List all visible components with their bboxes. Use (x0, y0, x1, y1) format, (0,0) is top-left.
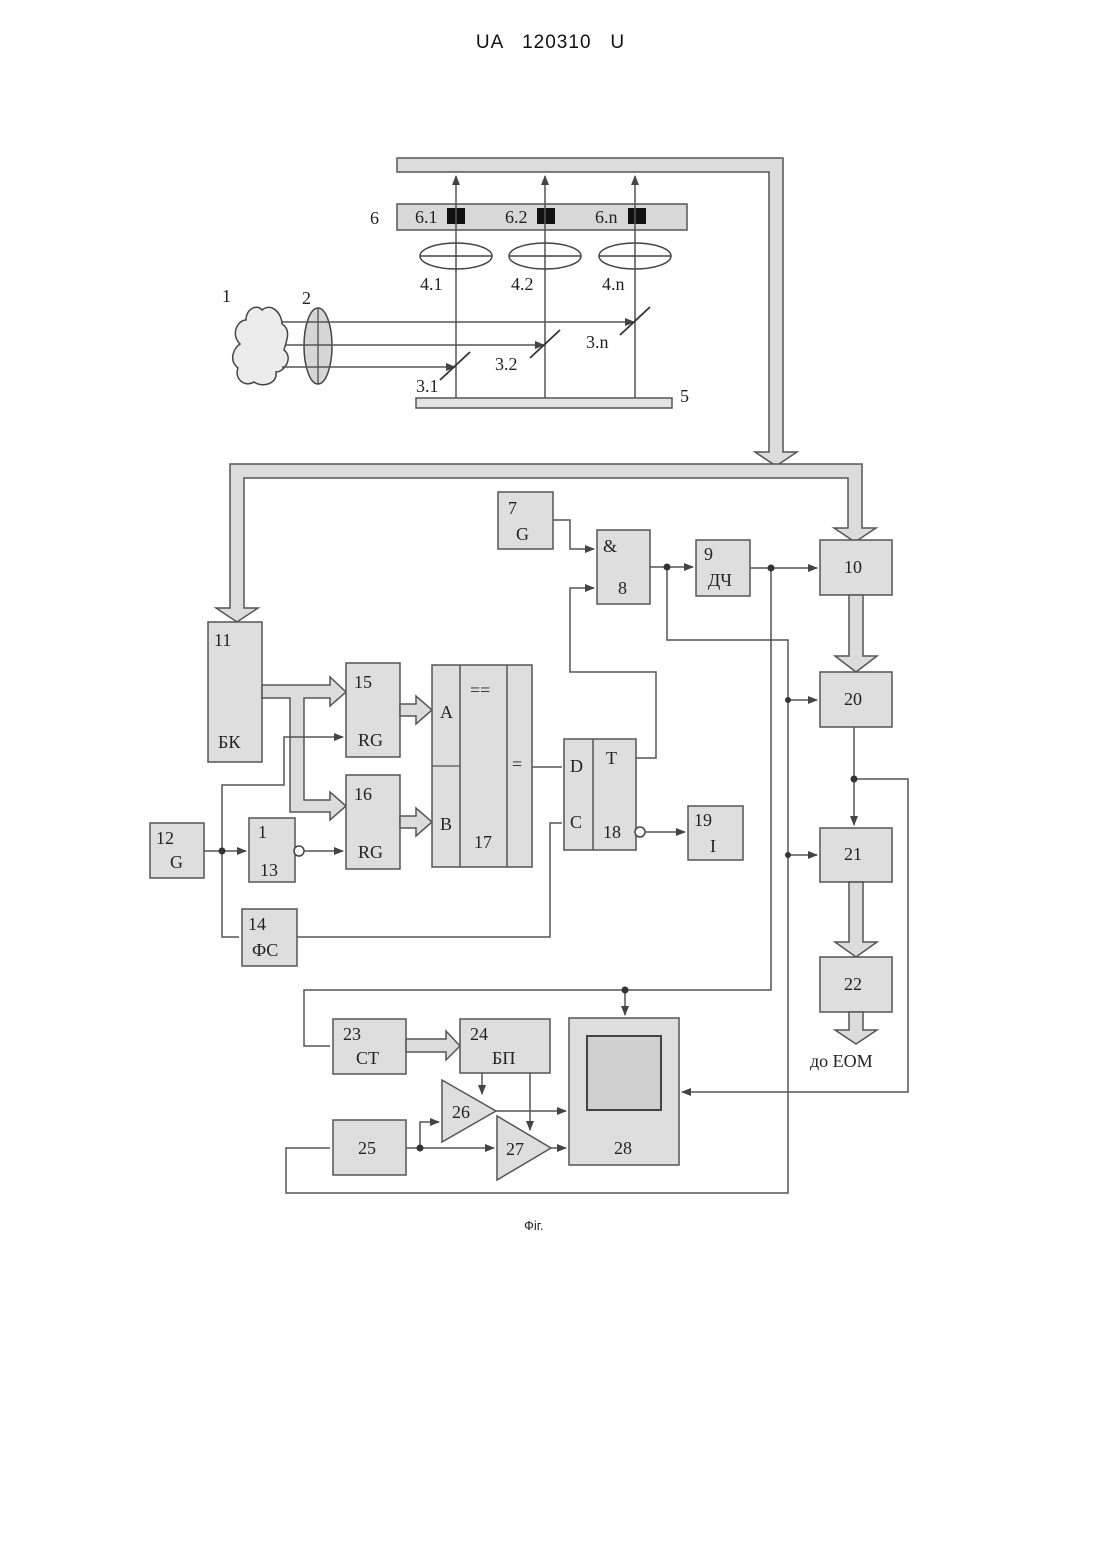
block-19-label: I (710, 836, 716, 856)
block-24-num: 24 (470, 1024, 488, 1044)
block-12-num: 12 (156, 828, 174, 848)
output-label: до ЕОМ (810, 1051, 873, 1071)
lens-label-n: 4.n (602, 274, 625, 294)
block-7-num: 7 (508, 498, 517, 518)
lens-label-2: 4.2 (511, 274, 534, 294)
mirror-label-2: 3.2 (495, 354, 518, 374)
base-label: 5 (680, 386, 689, 406)
block-7-label: G (516, 524, 529, 544)
block-15-num: 15 (354, 672, 372, 692)
block-18-port-c: C (570, 812, 582, 832)
block-17-op-eqeq: == (470, 680, 490, 700)
block-8-num: 8 (618, 578, 627, 598)
block-9-label: ДЧ (708, 570, 732, 590)
block-18-inversion (635, 827, 645, 837)
bus-22-output (835, 1012, 877, 1044)
block-19-num: 19 (694, 810, 712, 830)
block-11-label: БК (218, 732, 241, 752)
lens-label-1: 4.1 (420, 274, 443, 294)
block-13-label: 1 (258, 822, 267, 842)
block-28-num: 28 (614, 1138, 632, 1158)
block-23-label: СТ (356, 1048, 379, 1068)
mirror-label-n: 3.n (586, 332, 609, 352)
block-18-port-d: D (570, 756, 583, 776)
base-plate (416, 398, 672, 408)
block-16-label: RG (358, 842, 383, 862)
block-22-num: 22 (844, 974, 862, 994)
block-21-num: 21 (844, 844, 862, 864)
block-17-num: 17 (474, 832, 492, 852)
block-23-num: 23 (343, 1024, 361, 1044)
bus-15-to-17 (400, 696, 432, 724)
block-24-label: БП (492, 1048, 515, 1068)
block-25-num: 25 (358, 1138, 376, 1158)
block-18-port-t: T (606, 748, 617, 768)
block-11-num: 11 (214, 630, 231, 650)
sensor-6-2 (537, 208, 555, 224)
block-14-label: ФС (252, 940, 278, 960)
block-14-num: 14 (248, 914, 266, 934)
block-16-num: 16 (354, 784, 372, 804)
sensor-label-2: 6.2 (505, 207, 528, 227)
block-17-op-eq: = (512, 754, 522, 774)
block-9-num: 9 (704, 544, 713, 564)
signal-wires (204, 520, 908, 1193)
bus-16-to-17 (400, 808, 432, 836)
bus-23-to-24 (406, 1031, 460, 1060)
block-20-num: 20 (844, 689, 862, 709)
block-10-num: 10 (844, 557, 862, 577)
block-15-label: RG (358, 730, 383, 750)
sensor-label-1: 6.1 (415, 207, 438, 227)
block-8-label: & (603, 536, 617, 556)
block-27-num: 27 (506, 1139, 524, 1159)
light-source (233, 307, 289, 385)
bus-21-to-22 (835, 882, 877, 957)
block-18-num: 18 (603, 822, 621, 842)
bus-11-to-15 (262, 677, 346, 820)
bus-10-to-20 (835, 595, 877, 672)
mirror-label-1: 3.1 (416, 376, 439, 396)
block-26-num: 26 (452, 1102, 470, 1122)
figure-caption: Фіг. (524, 1218, 544, 1233)
horizontal-rays (282, 322, 634, 367)
block-28-screen (587, 1036, 661, 1110)
sensor-label-n: 6.n (595, 207, 618, 227)
sensor-bar-label: 6 (370, 208, 379, 228)
source-label: 1 (222, 286, 231, 306)
block-13-inversion (294, 846, 304, 856)
sensor-6-n (628, 208, 646, 224)
block-17-port-a: A (440, 702, 453, 722)
lens-2-label: 2 (302, 288, 311, 308)
block-12-label: G (170, 852, 183, 872)
block-13-num: 13 (260, 860, 278, 880)
block-17-port-b: B (440, 814, 452, 834)
